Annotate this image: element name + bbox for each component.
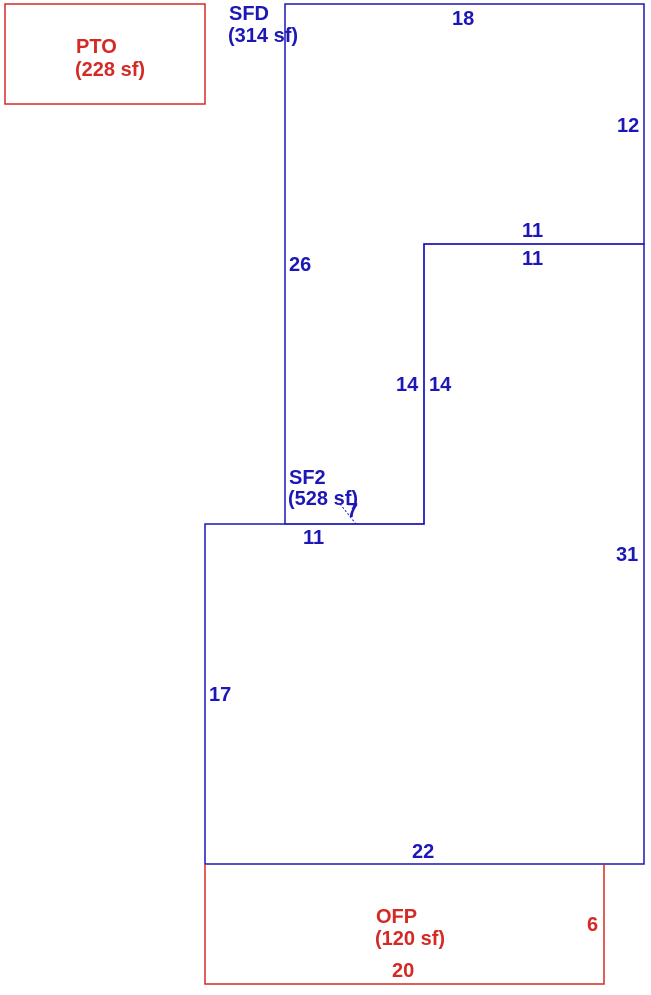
- dim-sfd-top: 18: [452, 8, 474, 30]
- pto-outline: [4, 3, 206, 105]
- sf2-area: (528 sf): [288, 488, 358, 510]
- ofp-label: OFP: [376, 906, 417, 928]
- dim-sfd-left: 26: [289, 254, 311, 276]
- dim-ofp-right: 6: [587, 914, 598, 936]
- sfd-outline: [284, 3, 645, 525]
- dim-sf2-step-top: 11: [522, 248, 543, 270]
- ofp-area: (120 sf): [375, 928, 445, 950]
- ofp-outline: [204, 864, 605, 985]
- dim-sf2-top: 11: [303, 527, 324, 549]
- dim-sfd-right: 12: [617, 115, 639, 137]
- sf2-outline: [204, 243, 645, 865]
- pto-label: PTO: [76, 36, 117, 58]
- dim-ofp-bottom: 20: [392, 960, 414, 982]
- sfd-diagonal-segment: [339, 503, 357, 525]
- dim-sfd-diag: 7: [347, 500, 358, 522]
- dim-sf2-left: 17: [209, 684, 231, 706]
- dim-sfd-bottom: 11: [522, 220, 543, 242]
- pto-area: (228 sf): [75, 59, 145, 81]
- dim-sf2-bottom: 22: [412, 841, 434, 863]
- dim-sf2-step-left: 14: [429, 374, 452, 396]
- sf2-label: SF2: [289, 467, 326, 489]
- dim-sf2-right: 31: [616, 544, 638, 566]
- dim-sfd-step: 14: [396, 374, 419, 396]
- sfd-label: SFD: [229, 3, 269, 25]
- sfd-area: (314 sf): [228, 25, 298, 47]
